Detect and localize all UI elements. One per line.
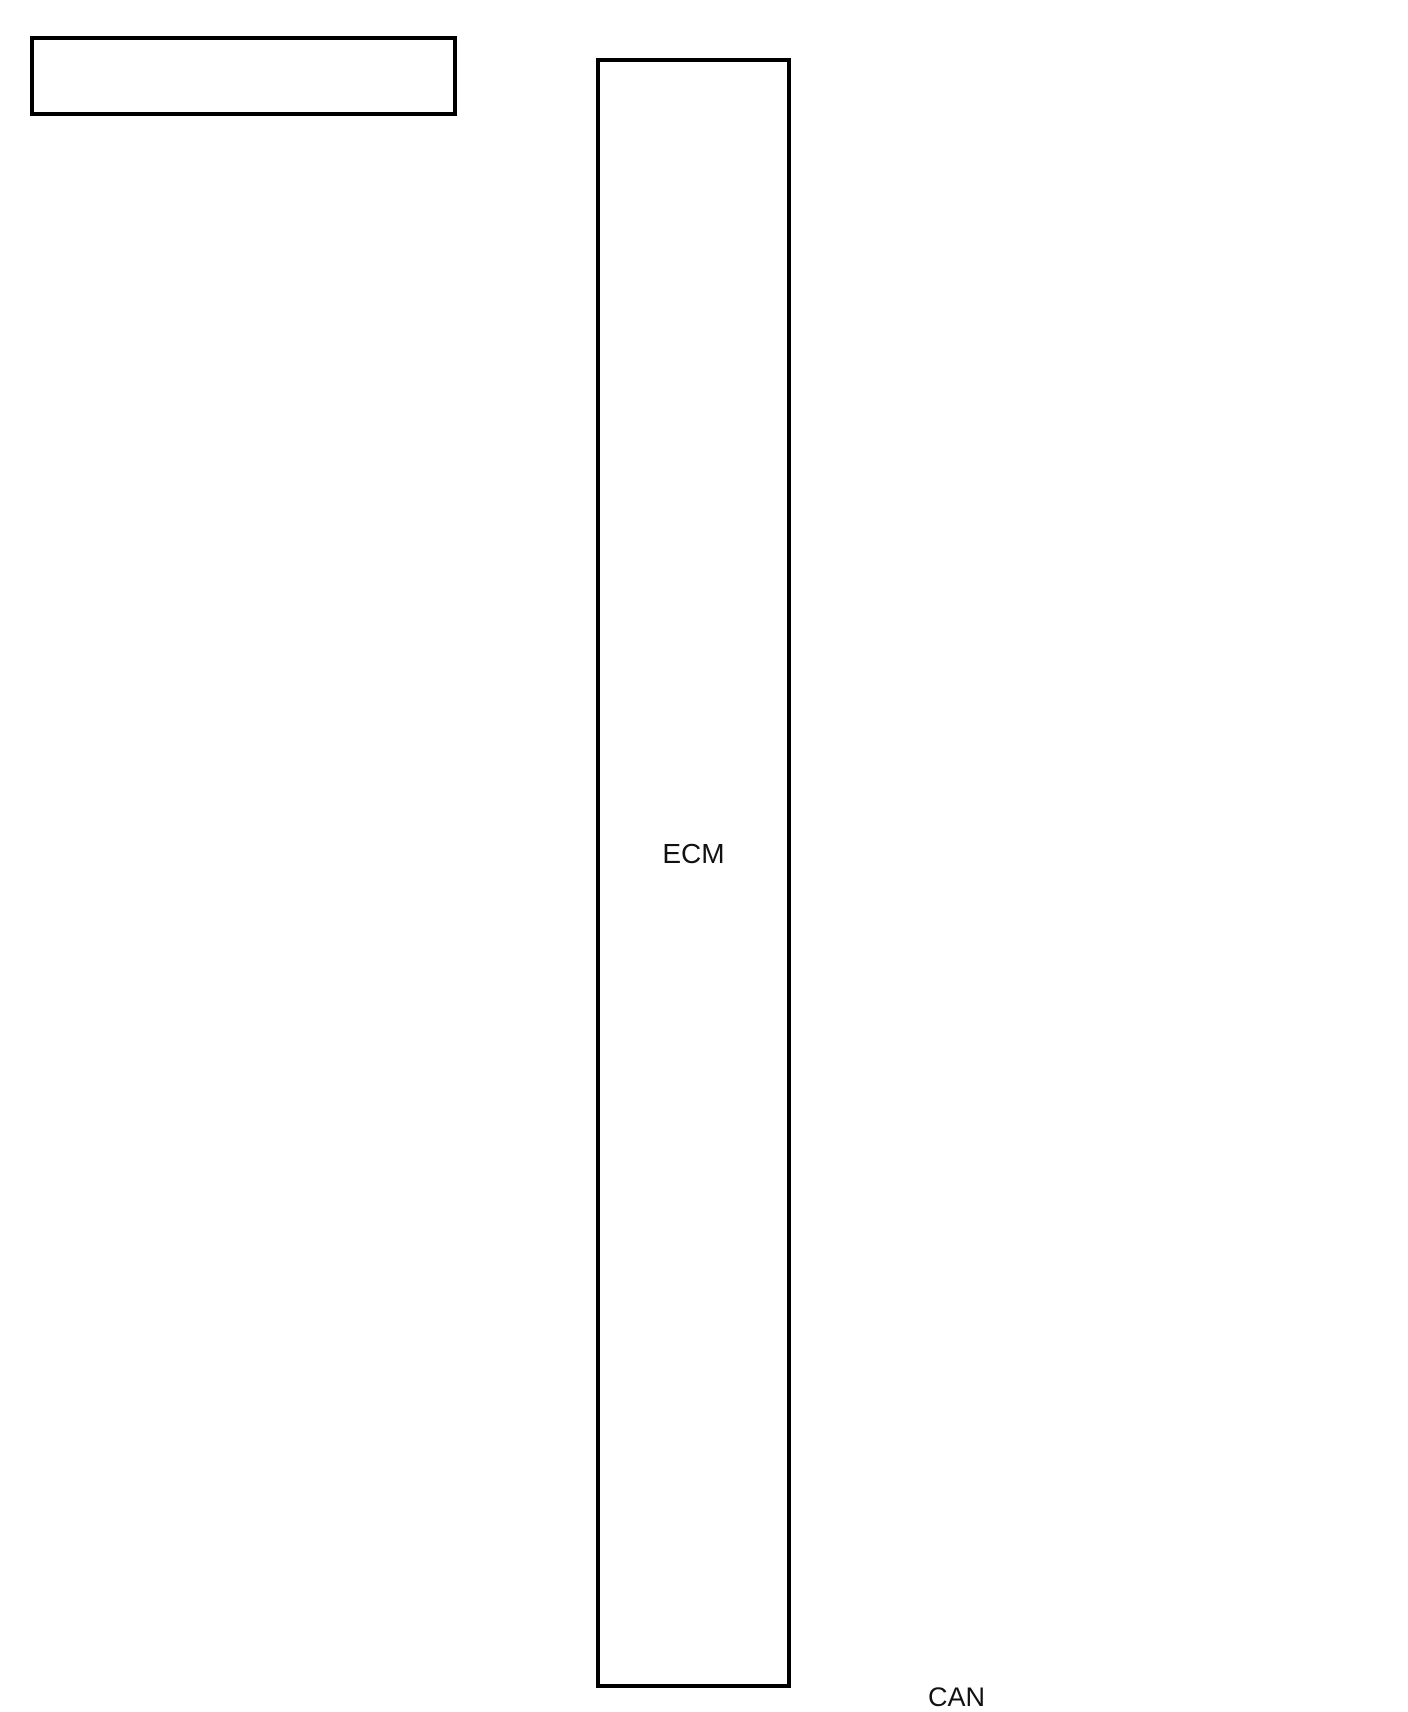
input-box-crankshaft-position-sensor	[30, 36, 457, 116]
can-bus-label: CAN	[928, 1682, 986, 1712]
ecm-label: ECM	[662, 838, 725, 869]
ecm-box: ECM	[596, 58, 791, 1688]
